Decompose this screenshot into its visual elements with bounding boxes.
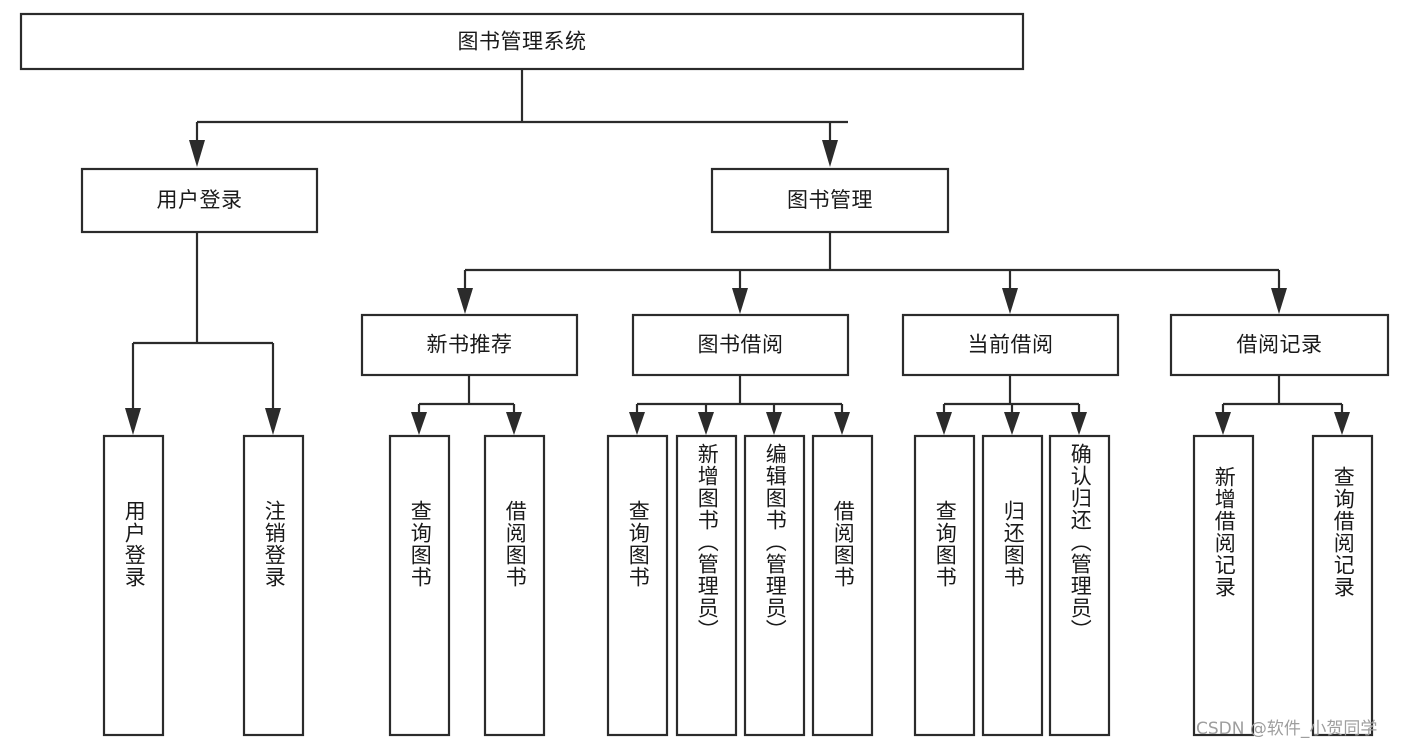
node-box-leaf-query-book-3[interactable] (913, 434, 976, 737)
node-box-new-book-recommend[interactable] (360, 313, 579, 377)
arrow-head-icon (265, 408, 281, 435)
node-label-book-borrow: 图书借阅 (698, 333, 784, 357)
connector-borrowrecord-to-leaves (1215, 376, 1350, 435)
arrow-head-icon (936, 412, 952, 435)
node-box-borrow-record[interactable] (1169, 313, 1390, 377)
node-box-user-login[interactable] (80, 167, 319, 234)
connector-root-to-level2 (189, 69, 848, 167)
arrow-head-icon (1334, 412, 1350, 435)
connector-newbook-to-leaves (411, 376, 522, 435)
arrow-head-icon (1004, 412, 1020, 435)
node-box-root[interactable] (19, 12, 1025, 71)
node-box-leaf-query-record[interactable] (1311, 434, 1374, 737)
arrow-head-icon (1071, 412, 1087, 435)
arrow-head-icon (411, 412, 427, 435)
node-label-user-login: 用户登录 (157, 188, 243, 212)
arrow-head-icon (1215, 412, 1231, 435)
node-label-root: 图书管理系统 (458, 30, 587, 54)
arrow-head-icon (457, 288, 473, 314)
node-box-current-borrow[interactable] (901, 313, 1120, 377)
arrow-head-icon (125, 408, 141, 435)
node-box-leaf-edit-book[interactable] (743, 434, 806, 737)
arrow-head-icon (506, 412, 522, 435)
node-label-book-management: 图书管理 (787, 188, 873, 212)
connector-currentborrow-to-leaves (936, 376, 1087, 435)
node-box-leaf-return-book[interactable] (981, 434, 1044, 737)
arrow-head-icon (698, 412, 714, 435)
node-label-new-book-recommend: 新书推荐 (427, 333, 513, 357)
csdn-watermark: CSDN @软件_小贺同学 (1196, 719, 1378, 739)
arrow-head-icon (189, 140, 205, 167)
node-box-leaf-borrow-book-2[interactable] (811, 434, 874, 737)
node-box-leaf-query-book-2[interactable] (606, 434, 669, 737)
node-label-borrow-record: 借阅记录 (1237, 333, 1323, 357)
node-label-current-borrow: 当前借阅 (968, 333, 1054, 357)
arrow-head-icon (732, 288, 748, 314)
node-box-leaf-user-login[interactable] (102, 434, 165, 737)
node-box-leaf-add-record[interactable] (1192, 434, 1255, 737)
arrow-head-icon (1002, 288, 1018, 314)
node-box-leaf-add-book[interactable] (675, 434, 738, 737)
node-box-book-borrow[interactable] (631, 313, 850, 377)
node-box-leaf-confirm-return[interactable] (1048, 434, 1111, 737)
node-box-book-management[interactable] (710, 167, 950, 234)
arrow-head-icon (834, 412, 850, 435)
node-box-leaf-query-book-1[interactable] (388, 434, 451, 737)
node-box-leaf-logout-login[interactable] (242, 434, 305, 737)
connector-userlogin-to-leaves (125, 233, 281, 435)
arrow-head-icon (1271, 288, 1287, 314)
arrow-head-icon (766, 412, 782, 435)
connector-bookborrow-to-leaves (629, 376, 850, 435)
arrow-head-icon (629, 412, 645, 435)
arrow-head-icon (822, 140, 838, 167)
connector-bookmgmt-to-level3 (457, 233, 1287, 314)
node-box-leaf-borrow-book-1[interactable] (483, 434, 546, 737)
